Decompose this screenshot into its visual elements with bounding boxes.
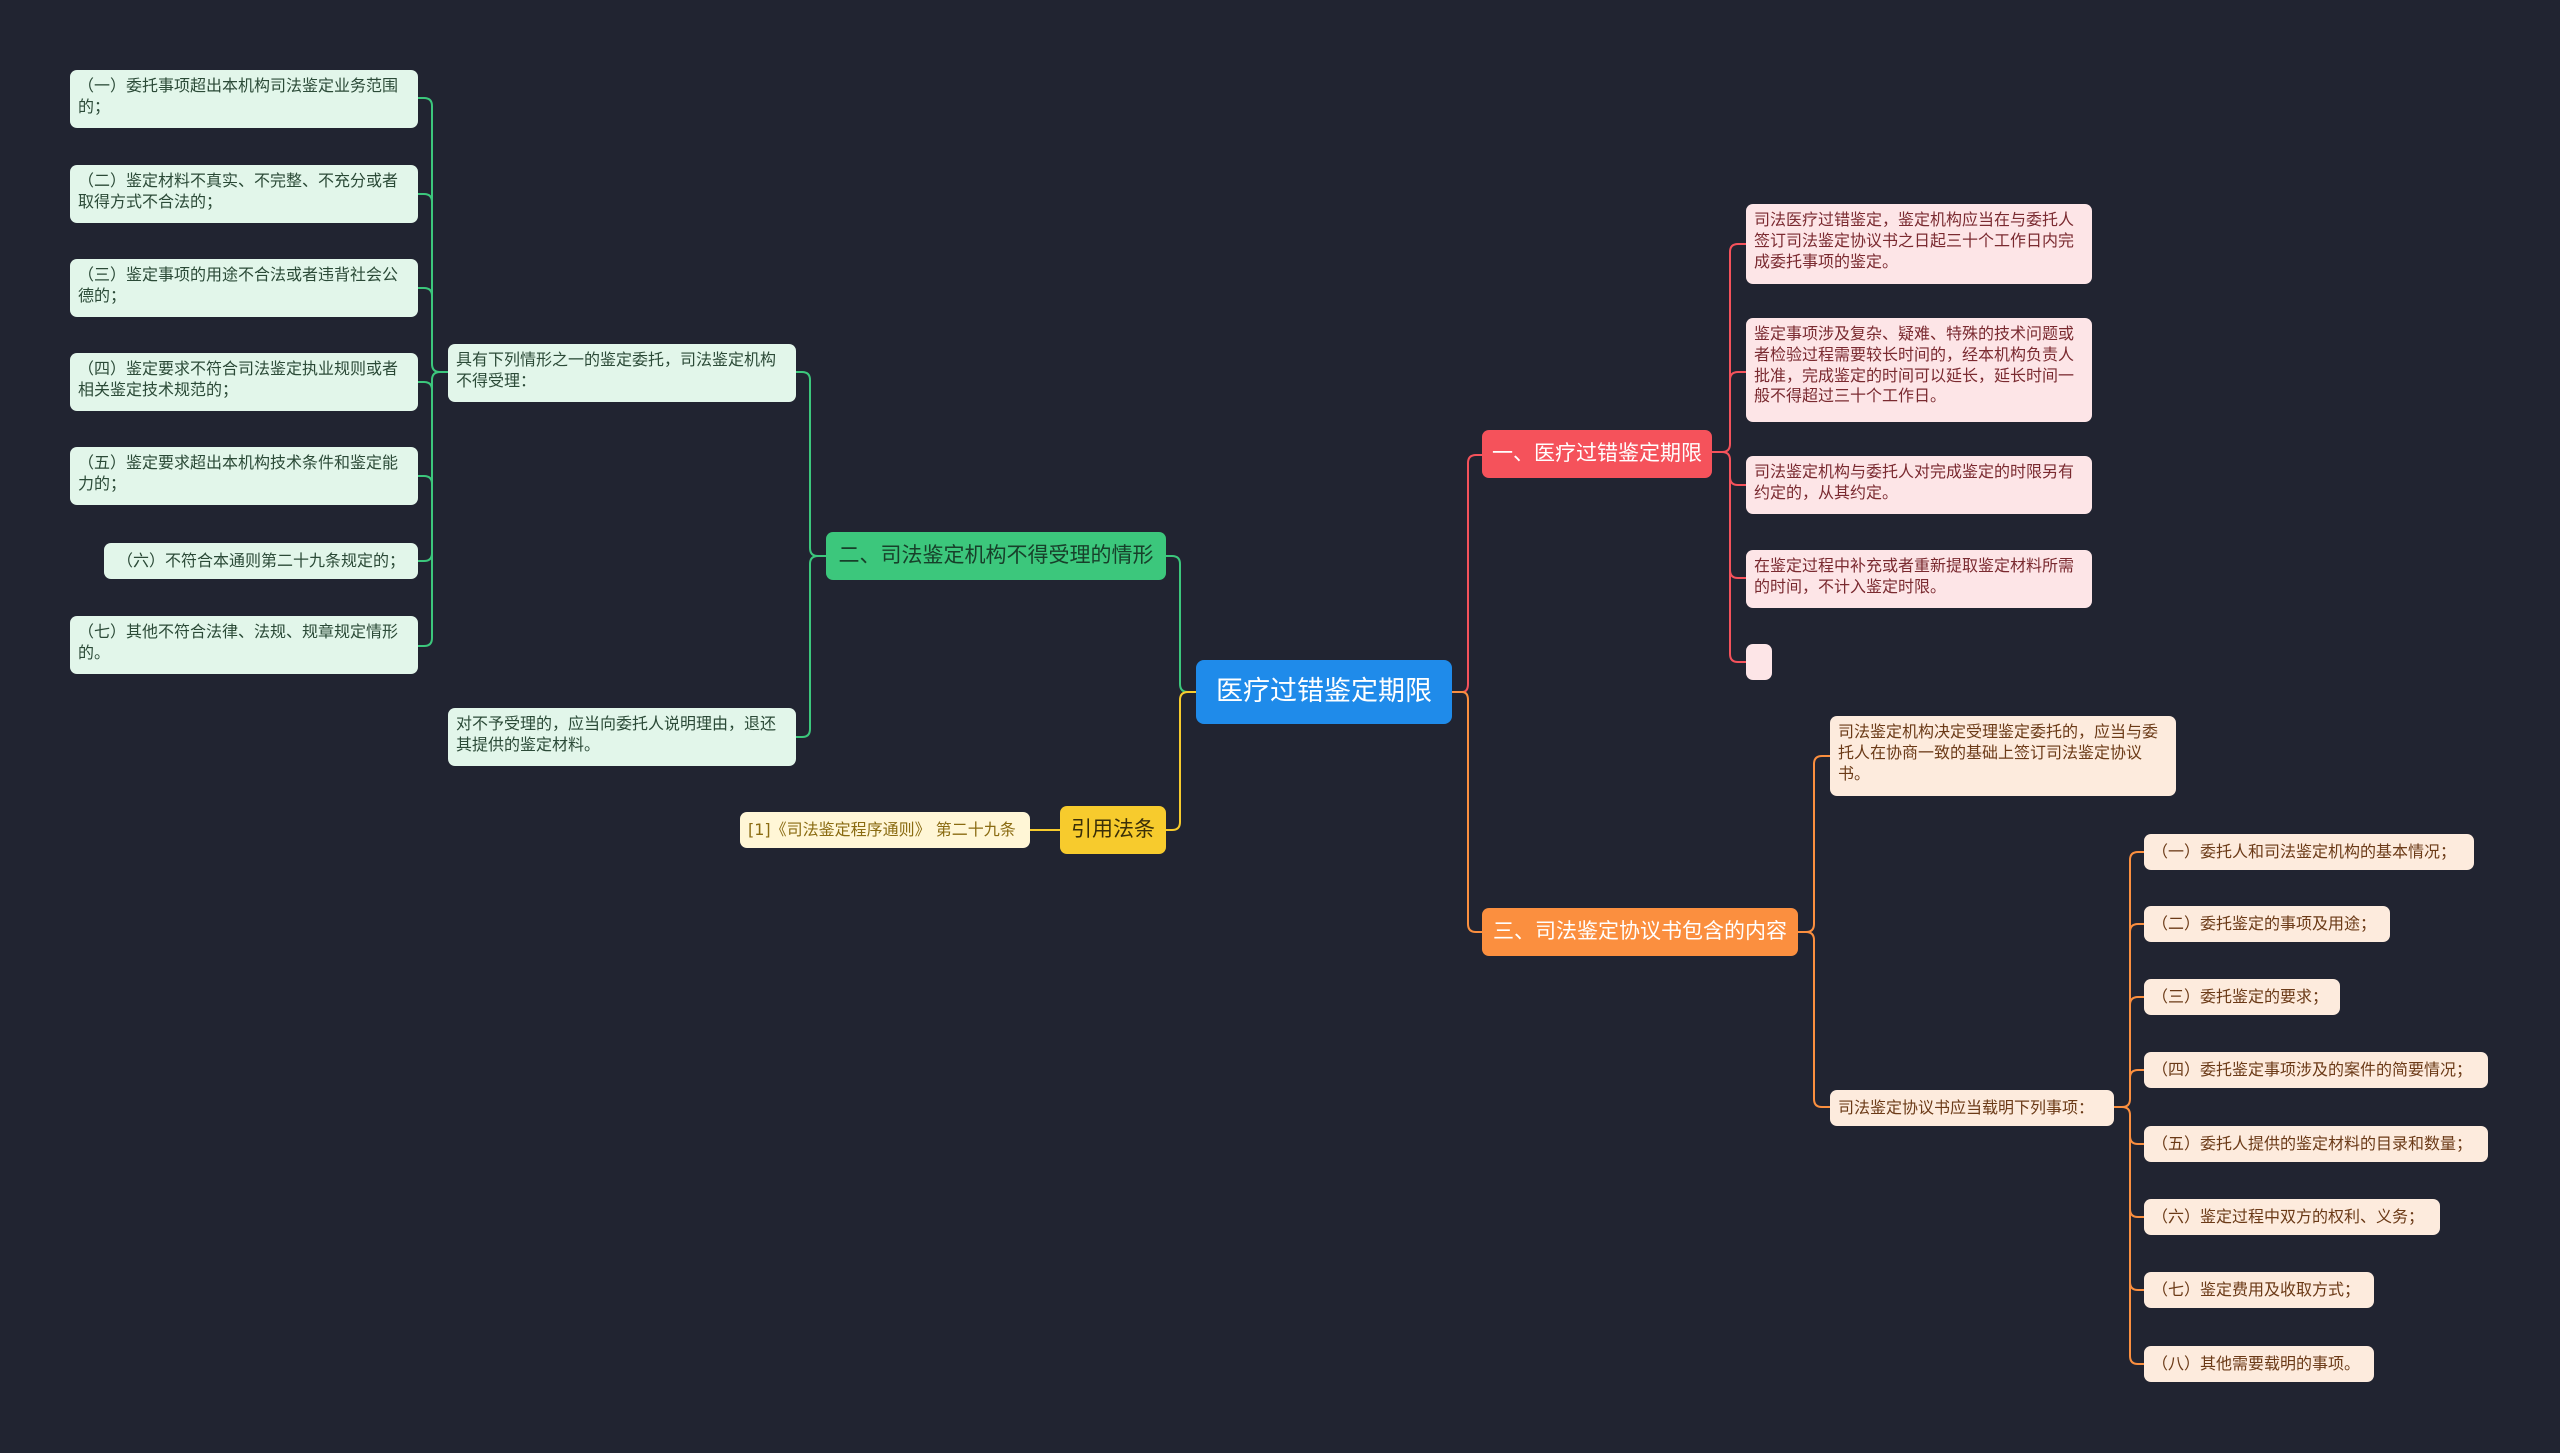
branch-two-item-4[interactable]: （四）鉴定要求不符合司法鉴定执业规则或者相关鉴定技术规范的； xyxy=(70,353,418,411)
link-center-branch-law xyxy=(1166,691,1196,831)
branch-two-item-5[interactable]: （五）鉴定要求超出本机构技术条件和鉴定能力的； xyxy=(70,447,418,505)
branch-law-title[interactable]: 引用法条 xyxy=(1060,806,1166,854)
branch-two-item-2[interactable]: （二）鉴定材料不真实、不完整、不充分或者取得方式不合法的； xyxy=(70,165,418,223)
central-topic[interactable]: 医疗过错鉴定期限 xyxy=(1196,660,1452,724)
link-center-branch-three xyxy=(1452,691,1482,933)
branch-one-title[interactable]: 一、医疗过错鉴定期限 xyxy=(1482,430,1712,478)
branch-two-item-1[interactable]: （一）委托事项超出本机构司法鉴定业务范围的； xyxy=(70,70,418,128)
branch-one-item-1[interactable]: 司法医疗过错鉴定，鉴定机构应当在与委托人签订司法鉴定协议书之日起三十个工作日内完… xyxy=(1746,204,2092,284)
branch-two-title[interactable]: 二、司法鉴定机构不得受理的情形 xyxy=(826,532,1166,580)
branch-three-item-4[interactable]: （四）委托鉴定事项涉及的案件的简要情况； xyxy=(2144,1052,2488,1088)
link-center-branch-one xyxy=(1452,454,1482,693)
branch-one-item-empty[interactable] xyxy=(1746,644,1772,680)
branch-three-item-3[interactable]: （三）委托鉴定的要求； xyxy=(2144,979,2340,1015)
links-branch-two xyxy=(418,97,826,738)
branch-law-item-1[interactable]: [1]《司法鉴定程序通则》 第二十九条 xyxy=(740,812,1030,848)
branch-three-title[interactable]: 三、司法鉴定协议书包含的内容 xyxy=(1482,908,1798,956)
branch-three-item-1[interactable]: （一）委托人和司法鉴定机构的基本情况； xyxy=(2144,834,2474,870)
branch-two-item-3[interactable]: （三）鉴定事项的用途不合法或者违背社会公德的； xyxy=(70,259,418,317)
branch-one-item-4[interactable]: 在鉴定过程中补充或者重新提取鉴定材料所需的时间，不计入鉴定时限。 xyxy=(1746,550,2092,608)
branch-two-item-7[interactable]: （七）其他不符合法律、法规、规章规定情形的。 xyxy=(70,616,418,674)
branch-two-note[interactable]: 对不予受理的，应当向委托人说明理由，退还其提供的鉴定材料。 xyxy=(448,708,796,766)
branch-one-item-2[interactable]: 鉴定事项涉及复杂、疑难、特殊的技术问题或者检验过程需要较长时间的，经本机构负责人… xyxy=(1746,318,2092,422)
branch-two-item-6[interactable]: （六）不符合本通则第二十九条规定的； xyxy=(104,543,418,579)
links-branch-three xyxy=(1798,755,2144,1365)
links-branch-one xyxy=(1712,243,1746,663)
branch-three-first-item[interactable]: 司法鉴定机构决定受理鉴定委托的，应当与委托人在协商一致的基础上签订司法鉴定协议书… xyxy=(1830,716,2176,796)
branch-three-item-6[interactable]: （六）鉴定过程中双方的权利、义务； xyxy=(2144,1199,2440,1235)
branch-three-item-2[interactable]: （二）委托鉴定的事项及用途； xyxy=(2144,906,2390,942)
link-center-branch-two xyxy=(1166,555,1196,693)
branch-three-group-label[interactable]: 司法鉴定协议书应当载明下列事项： xyxy=(1830,1090,2114,1126)
branch-one-item-3[interactable]: 司法鉴定机构与委托人对完成鉴定的时限另有约定的，从其约定。 xyxy=(1746,456,2092,514)
branch-three-item-8[interactable]: （八）其他需要载明的事项。 xyxy=(2144,1346,2374,1382)
branch-three-item-7[interactable]: （七）鉴定费用及收取方式； xyxy=(2144,1272,2374,1308)
branch-three-item-5[interactable]: （五）委托人提供的鉴定材料的目录和数量； xyxy=(2144,1126,2488,1162)
branch-two-group-label[interactable]: 具有下列情形之一的鉴定委托，司法鉴定机构不得受理： xyxy=(448,344,796,402)
